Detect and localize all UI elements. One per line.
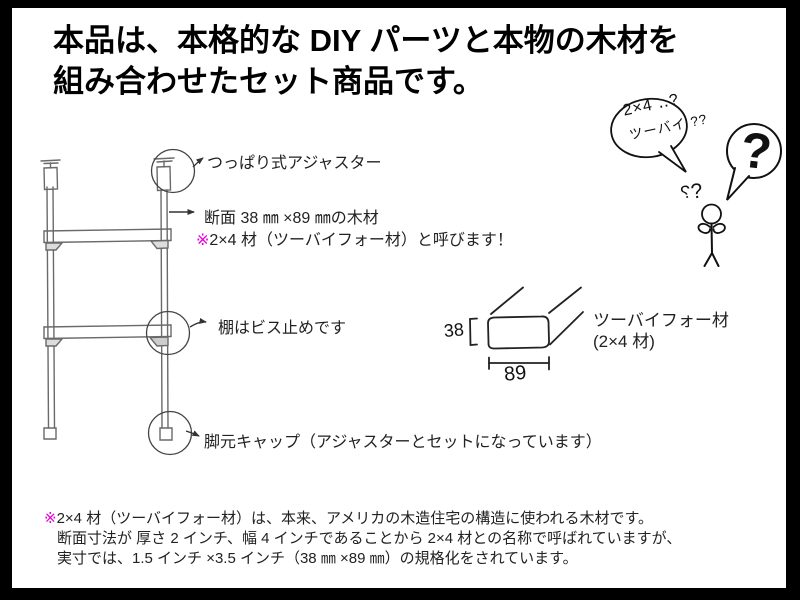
- speech-bubble-left: [610, 97, 688, 159]
- cross-section-name: ツーバイフォー材: [593, 311, 729, 330]
- dimension-height-38: 38: [443, 319, 465, 341]
- circle-foot-cap: [147, 410, 193, 456]
- circle-shelf-bracket: [145, 310, 191, 356]
- footnote-line2: 断面寸法が 厚さ 2 インチ、幅 4 インチであることから 2×4 材との名称で…: [57, 530, 682, 547]
- note-text: 2×4 材（ツーバイフォー材）と呼びます！: [209, 232, 513, 249]
- label-shelf-screws: 棚はビス止めです: [218, 320, 347, 337]
- figure-arm-right: [712, 222, 726, 234]
- frame-bottom: [0, 588, 800, 600]
- arrow-foot: [185, 430, 200, 437]
- bubble-right-question-mark: ?: [738, 121, 775, 181]
- cross-section-name-alt: (2×4 材): [593, 332, 655, 351]
- label-2x4-note: ※2×4 材（ツーバイフォー材）と呼びます！: [196, 226, 513, 250]
- frame-left: [0, 0, 12, 600]
- label-foot-cap: 脚元キャップ（アジャスターとセットになっています）: [204, 434, 602, 451]
- label-adjuster: つっぱり式アジャスター: [207, 155, 382, 172]
- head-question-mark-2: ?: [689, 179, 705, 204]
- callout-arrows: [169, 157, 207, 437]
- footnote-text1: 2×4 材（ツーバイフォー材）は、本来、アメリカの木造住宅の構造に使われる木材で…: [56, 510, 654, 527]
- footnote-line1: ※2×4 材（ツーバイフォー材）は、本来、アメリカの木造住宅の構造に使われる木材…: [44, 507, 653, 528]
- headline: 本品は、本格的な DIY パーツと本物の木材を 組み合わせたセット商品です。: [53, 20, 679, 102]
- dimension-width-89: 89: [503, 361, 528, 386]
- shelf-unit-sketch: [40, 157, 175, 441]
- frame-top: [0, 0, 800, 8]
- note-asterisk: ※: [196, 232, 210, 249]
- arrow-shelf: [189, 317, 207, 328]
- lumber-cross-section-sketch: [469, 286, 584, 371]
- speech-bubble-left-tail: [658, 145, 687, 173]
- highlight-circles: [145, 148, 196, 456]
- figure-body: [710, 222, 713, 254]
- label-cross-section: 断面 38 ㎜ ×89 ㎜の木材: [204, 210, 379, 227]
- headline-line2: 組み合わせたセット商品です。: [53, 64, 484, 99]
- headline-line1: 本品は、本格的な DIY パーツと本物の木材を: [53, 23, 679, 58]
- circle-adjuster: [150, 148, 196, 194]
- footnote-line3: 実寸では、1.5 インチ ×3.5 インチ（38 ㎜ ×89 ㎜）の規格化をされ…: [57, 550, 578, 567]
- figure-leg-left: [703, 252, 713, 267]
- head-question-marks: ??: [679, 179, 705, 204]
- frame-right: [786, 0, 800, 600]
- confused-person-sketch: [610, 97, 782, 267]
- footnote-asterisk: ※: [44, 510, 57, 527]
- speech-bubble-right-tail: [726, 167, 750, 201]
- figure-arm-left: [697, 222, 711, 234]
- arrow-adjuster: [192, 157, 204, 168]
- figure-head: [701, 203, 722, 225]
- figure-leg-right: [711, 252, 720, 267]
- speech-bubble-right: [726, 123, 782, 179]
